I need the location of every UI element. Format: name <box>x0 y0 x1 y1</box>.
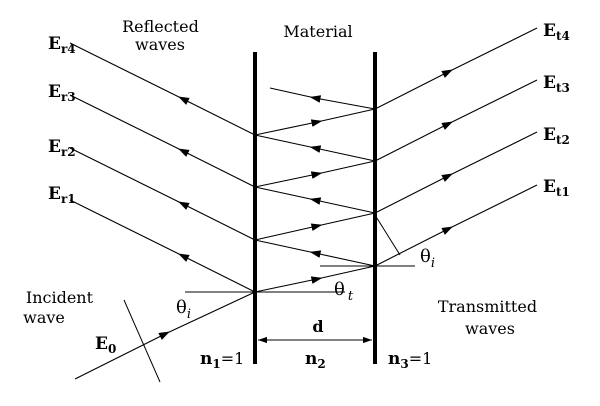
field-label-et4: Et4 <box>543 21 570 43</box>
thickness-label: d <box>312 317 323 336</box>
internal-ray-1 <box>254 276 323 293</box>
incident-wavefront <box>123 299 161 383</box>
incident-wave-label: Incident wave <box>23 288 98 327</box>
field-label-er2: Er2 <box>48 137 76 159</box>
internal-ray-4 <box>309 197 376 214</box>
reflected-ray-3 <box>178 148 256 188</box>
field-label-er3: Er3 <box>48 82 76 104</box>
angle-theta-i-left: θi <box>176 297 191 322</box>
incident-ray <box>74 331 170 380</box>
internal-ray-8 <box>309 95 376 110</box>
index-n1: n1=1 <box>200 349 244 371</box>
transmitted-ray-2 <box>374 173 453 214</box>
internal-ray-3 <box>254 223 323 241</box>
transmitted-ray-4 <box>374 69 453 110</box>
material-label: Material <box>283 22 352 41</box>
transmitted-waves-label: Transmitted waves <box>438 297 542 338</box>
field-label-er4: Er4 <box>48 34 76 56</box>
transmitted-wavefront <box>374 214 401 256</box>
reflected-ray-1 <box>178 253 256 293</box>
index-n2: n2 <box>305 349 326 371</box>
field-label-et1: Et1 <box>543 177 570 199</box>
internal-ray-2 <box>309 250 376 267</box>
reflected-ray-4 <box>178 96 256 136</box>
index-n3: n3=1 <box>388 349 432 371</box>
internal-ray-6 <box>309 145 376 162</box>
reflected-waves-label: Reflected waves <box>122 17 204 54</box>
reflected-ray-2 <box>178 201 256 241</box>
angle-theta-i-right: θi <box>420 246 435 271</box>
internal-ray-5 <box>254 171 323 188</box>
internal-ray-7 <box>254 119 323 136</box>
field-label-et2: Et2 <box>543 125 570 147</box>
transmitted-ray-1 <box>374 226 453 267</box>
transmitted-ray-3 <box>374 121 453 162</box>
field-label-e0: E0 <box>95 334 116 356</box>
field-label-er1: Er1 <box>48 184 76 206</box>
field-label-et3: Et3 <box>543 73 570 95</box>
